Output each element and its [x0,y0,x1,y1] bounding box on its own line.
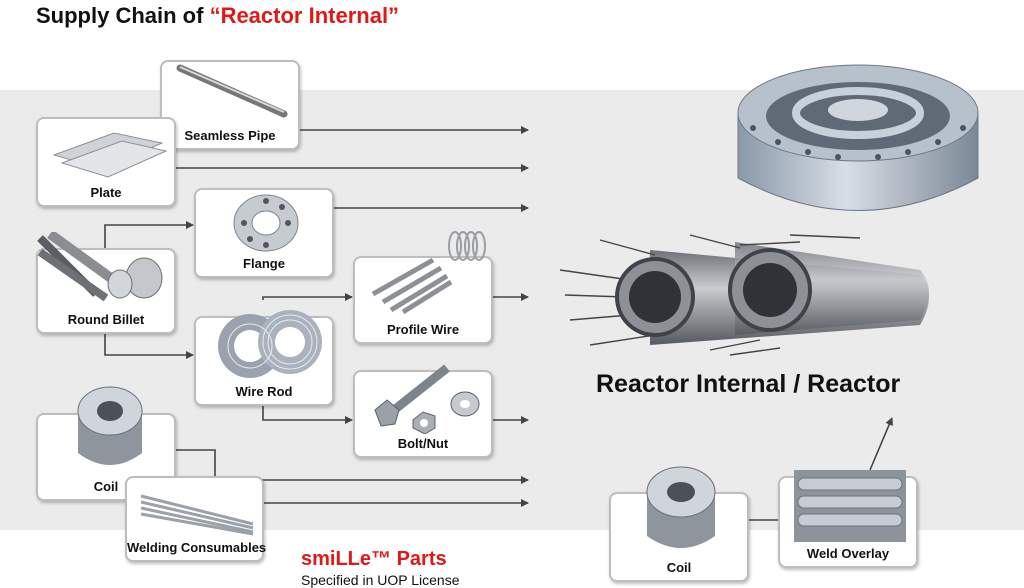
coil-left-icon [77,386,143,465]
wire-rod-label: Wire Rod [235,384,293,399]
flange-icon [233,194,299,252]
node-round-billet[interactable]: Round Billet [36,232,176,334]
arrow-billet-to-wire-rod [104,333,194,359]
node-bolt-nut[interactable]: Bolt/Nut [353,364,493,458]
profile-wire-icon [371,231,486,315]
weld-overlay-icon [794,470,906,542]
coil-right-label: Coil [666,560,692,575]
node-flange[interactable]: Flange [194,188,334,278]
product-title: Reactor Internal / Reactor [596,370,901,398]
welding-consumables-label: Welding Consumables [127,540,267,555]
reactor-ring-image [737,64,979,211]
node-coil-left[interactable]: Coil [36,386,176,501]
bolt-nut-icon [374,364,480,434]
plate-label: Plate [90,185,122,200]
wire-rod-icon [218,310,322,378]
arrow-billet-to-flange [104,221,194,248]
bolt-nut-label: Bolt/Nut [397,436,449,451]
weld-overlay-label: Weld Overlay [806,546,890,561]
profile-wire-label: Profile Wire [386,322,460,337]
coil-left-label: Coil [93,479,119,494]
node-seamless-pipe[interactable]: Seamless Pipe [160,60,300,150]
arrow-coil [176,449,529,484]
arrow-rod-to-profile-wire [262,293,353,301]
plate-icon [52,132,168,178]
node-welding-consumables[interactable]: Welding Consumables [125,476,267,562]
node-weld-overlay[interactable]: Weld Overlay [778,470,918,568]
node-plate[interactable]: Plate [36,117,176,207]
welding-consumables-icon [140,494,254,536]
seamless-pipe-icon [176,64,288,118]
page-title: Supply Chain of “Reactor Internal” [36,3,400,28]
smille-parts-heading: smiLLe™ Parts [301,548,447,570]
seamless-pipe-label: Seamless Pipe [184,128,276,143]
node-profile-wire[interactable]: Profile Wire [353,231,493,344]
node-coil-right[interactable]: Coil [609,466,749,582]
round-billet-icon [37,232,163,302]
license-note: Specified in UOP License [301,572,460,588]
reactor-internal-image [560,234,929,356]
arrow-rod-to-bolt [262,406,353,424]
node-wire-rod[interactable]: Wire Rod [194,310,334,406]
arrow-weld-overlay-up [869,417,893,471]
round-billet-label: Round Billet [67,312,145,327]
title-highlight: “Reactor Internal” [209,3,400,28]
coil-right-icon [646,466,716,548]
flange-label: Flange [243,256,285,271]
